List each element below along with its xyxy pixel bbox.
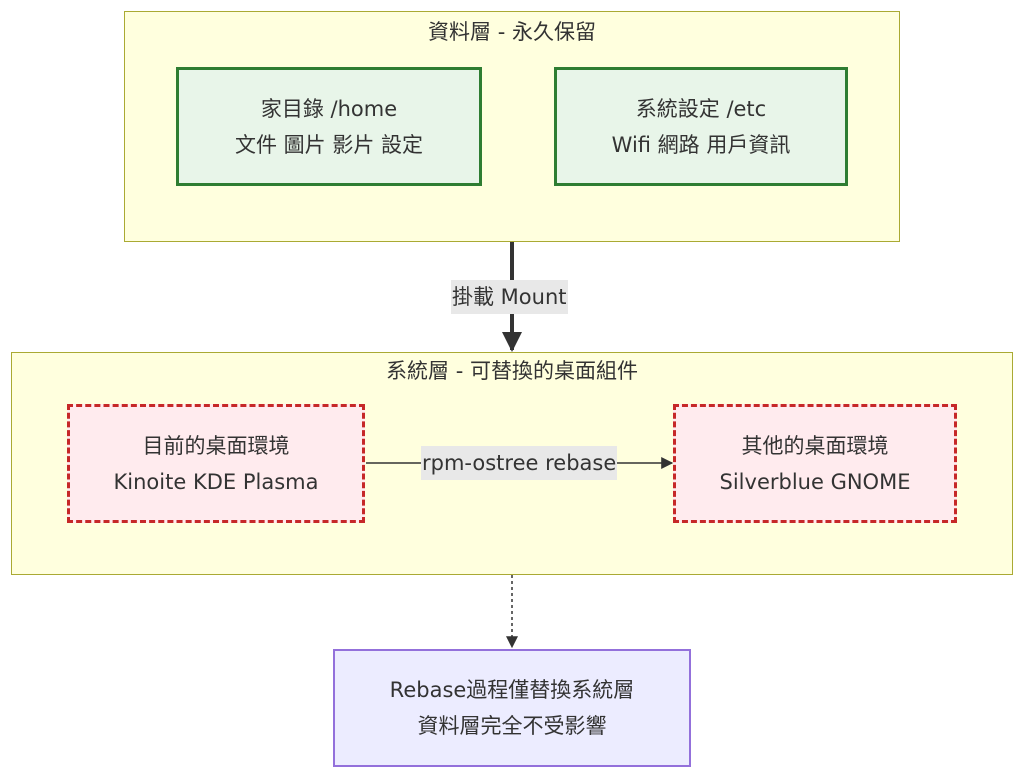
rebase-edge-label: rpm-ostree rebase — [421, 446, 618, 480]
current-desktop-line2: Kinoite KDE Plasma — [113, 469, 319, 494]
etc-node[interactable]: 系統設定 /etc Wifi 網路 用戶資訊 — [554, 67, 848, 186]
data-layer-title: 資料層 - 永久保留 — [428, 20, 596, 44]
other-desktop-line2: Silverblue GNOME — [719, 469, 911, 494]
home-node-line1: 家目錄 /home — [260, 96, 398, 121]
home-node[interactable]: 家目錄 /home 文件 圖片 影片 設定 — [176, 67, 482, 186]
mount-edge-label: 掛載 Mount — [451, 280, 568, 314]
note-node[interactable]: Rebase過程僅替換系統層 資料層完全不受影響 — [333, 649, 691, 767]
system-layer-title: 系統層 - 可替換的桌面組件 — [386, 359, 638, 383]
other-desktop-node[interactable]: 其他的桌面環境 Silverblue GNOME — [673, 404, 957, 523]
etc-node-line1: 系統設定 /etc — [635, 96, 767, 121]
etc-node-line2: Wifi 網路 用戶資訊 — [611, 132, 791, 157]
note-line1: Rebase過程僅替換系統層 — [389, 678, 635, 702]
note-line2: 資料層完全不受影響 — [417, 714, 607, 738]
home-node-line2: 文件 圖片 影片 設定 — [234, 132, 424, 157]
other-desktop-line1: 其他的桌面環境 — [741, 433, 889, 458]
current-desktop-line1: 目前的桌面環境 — [142, 433, 290, 458]
current-desktop-node[interactable]: 目前的桌面環境 Kinoite KDE Plasma — [67, 404, 365, 523]
